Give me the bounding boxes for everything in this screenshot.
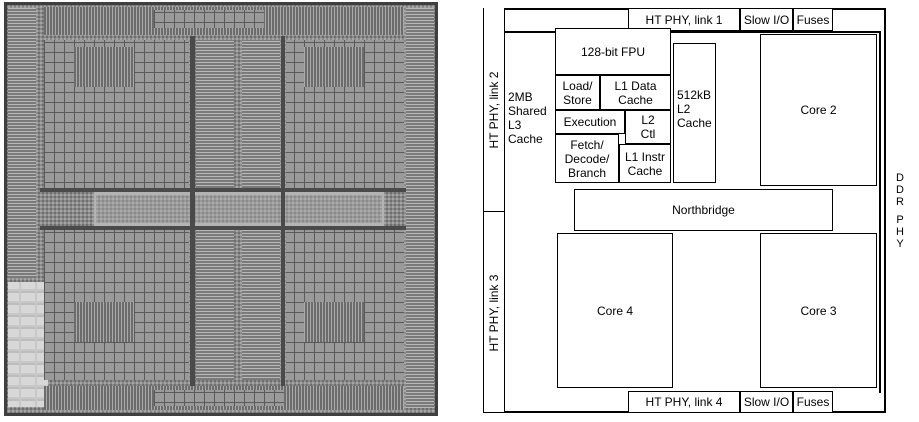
ht-phy-link3-box xyxy=(483,212,505,413)
ht-phy-link2: HT PHY, link 2 xyxy=(487,71,501,149)
slow-io-top: Slow I/O xyxy=(740,8,793,31)
core3-block: Core 3 xyxy=(760,233,877,388)
execution-block: Execution xyxy=(555,110,625,134)
ddr-phy-label: D D R P H Y xyxy=(896,172,904,250)
core-area-frame xyxy=(504,31,881,393)
ht-phy-link1: HT PHY, link 1 xyxy=(628,8,740,31)
slow-io-bottom: Slow I/O xyxy=(740,391,793,413)
fuses-bottom: Fuses xyxy=(793,391,833,413)
die-photo xyxy=(4,2,438,416)
fpu-block: 128-bit FPU xyxy=(555,28,671,75)
fuses-top: Fuses xyxy=(793,8,833,31)
ht-phy-link4: HT PHY, link 4 xyxy=(628,391,740,413)
l3-cache-label: 2MB Shared L3 Cache xyxy=(508,90,547,146)
core4-block: Core 4 xyxy=(557,233,673,388)
fetch-decode-branch-block: Fetch/Decode/Branch xyxy=(555,134,619,183)
load-store-block: Load/Store xyxy=(555,75,600,110)
ht-phy-link3: HT PHY, link 3 xyxy=(487,274,501,352)
northbridge-block: Northbridge xyxy=(574,189,833,231)
ht-phy-link2-box xyxy=(483,8,505,212)
core2-block: Core 2 xyxy=(760,34,877,186)
